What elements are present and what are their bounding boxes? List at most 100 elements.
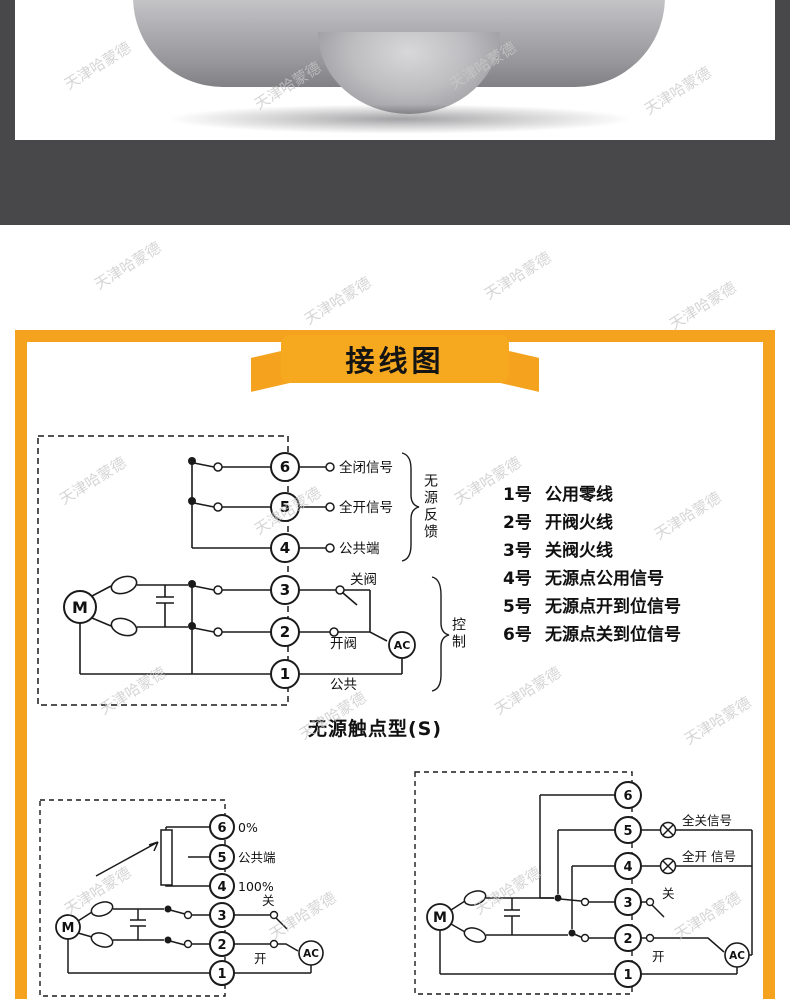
contact-dots xyxy=(164,905,172,944)
diagram-potentiometer-type: M AC 6 5 4 3 2 1 0% 公共端 100% 关 开 xyxy=(39,799,324,997)
ac-label: AC xyxy=(729,950,745,962)
label-open: 开 xyxy=(254,951,267,966)
feedback-brace xyxy=(401,452,420,562)
terminal-5: 5 xyxy=(217,851,226,866)
label-fully-closed-signal: 全闭信号 xyxy=(339,459,393,476)
watermark-text: 天津哈蒙德 xyxy=(666,278,740,334)
legend-item: 4号无源点公用信号 xyxy=(503,565,681,593)
label-passive-feedback: 无源反馈 xyxy=(422,473,438,541)
legend-num: 3号 xyxy=(503,541,532,561)
dashed-boundary-box xyxy=(414,771,633,995)
legend-item: 1号公用零线 xyxy=(503,481,681,509)
terminal-2: 2 xyxy=(217,938,226,953)
ac-label: AC xyxy=(394,639,411,652)
label-common-terminal: 公共端 xyxy=(339,541,380,557)
label-fully-open-signal: 全开信号 xyxy=(339,499,393,516)
terminal-6: 6 xyxy=(217,821,226,836)
diagram-caption: 无源触点型(S) xyxy=(307,718,443,740)
legend-num: 4号 xyxy=(503,569,532,589)
photo-shadow xyxy=(165,104,635,134)
legend-text: 开阀火线 xyxy=(545,513,613,533)
label-close: 关 xyxy=(662,886,675,901)
wiring xyxy=(79,461,403,675)
label-close-valve: 关阀 xyxy=(350,572,377,588)
product-photo xyxy=(15,0,775,140)
terminal-3: 3 xyxy=(623,896,632,911)
motor-symbol xyxy=(55,914,81,940)
legend-text: 无源点开到位信号 xyxy=(545,597,681,617)
legend-text: 无源点公用信号 xyxy=(545,569,664,589)
label-100-percent: 100% xyxy=(238,879,274,894)
legend-item: 2号开阀火线 xyxy=(503,509,681,537)
contact-dots xyxy=(554,894,576,937)
control-brace xyxy=(431,576,450,692)
watermark-text: 天津哈蒙德 xyxy=(91,238,165,294)
motor-label: M xyxy=(72,598,88,617)
diagram-passive-contact-type: M AC 6 5 4 3 2 1 全闭信号 全开信号 公共端 关阀 开阀 公共 … xyxy=(37,435,466,706)
terminal-4: 4 xyxy=(280,539,290,557)
legend-item: 5号无源点开到位信号 xyxy=(503,593,681,621)
terminal-circles: 6 5 4 3 2 1 xyxy=(270,452,300,689)
ac-label: AC xyxy=(303,948,319,960)
ac-symbol xyxy=(298,940,324,966)
motor-symbol xyxy=(426,903,454,931)
terminal-1: 1 xyxy=(280,665,290,683)
terminal-2: 2 xyxy=(623,932,632,947)
legend-item: 6号无源点关到位信号 xyxy=(503,621,681,649)
terminal-3: 3 xyxy=(280,581,290,599)
terminal-5: 5 xyxy=(623,824,632,839)
motor-label: M xyxy=(62,921,75,936)
dashed-boundary-box xyxy=(37,435,289,706)
terminal-circles: 6 5 4 3 2 1 xyxy=(614,781,642,988)
motor-windings xyxy=(463,890,487,943)
terminal-circles: 6 5 4 3 2 1 xyxy=(209,814,235,986)
label-common-terminal: 公共端 xyxy=(238,850,276,865)
motor-windings xyxy=(90,901,114,948)
label-full-open-signal: 全开 信号 xyxy=(682,849,736,864)
terminal-4: 4 xyxy=(623,860,632,875)
terminal-1: 1 xyxy=(217,967,226,982)
actuator-housing-dome xyxy=(318,32,500,114)
contact-circles xyxy=(213,462,345,637)
label-close: 关 xyxy=(262,893,275,908)
legend-num: 6号 xyxy=(503,625,532,645)
motor-symbol xyxy=(63,590,97,624)
motor-windings xyxy=(110,575,138,637)
ac-symbol xyxy=(724,942,750,968)
motor-label: M xyxy=(433,910,447,926)
terminal-1: 1 xyxy=(623,968,632,983)
label-open-valve: 开阀 xyxy=(330,636,357,652)
wiring-diagram-panel xyxy=(15,330,775,999)
legend-text: 无源点关到位信号 xyxy=(545,625,681,645)
resistor-symbol xyxy=(160,829,173,886)
terminal-6: 6 xyxy=(280,458,290,476)
terminal-4: 4 xyxy=(217,880,226,895)
diagram-lamp-indication-type: M AC 6 5 4 3 2 1 全关信号 全开 信号 关 开 xyxy=(414,771,753,995)
terminal-2: 2 xyxy=(280,623,290,641)
ac-symbol xyxy=(388,631,416,659)
legend-num: 2号 xyxy=(503,513,532,533)
watermark-text: 天津哈蒙德 xyxy=(301,273,375,329)
label-open: 开 xyxy=(652,949,665,964)
terminal-6: 6 xyxy=(623,789,632,804)
terminal-3: 3 xyxy=(217,909,226,924)
legend-item: 3号关阀火线 xyxy=(503,537,681,565)
watermark-text: 天津哈蒙德 xyxy=(481,248,555,304)
legend-text: 关阀火线 xyxy=(545,541,613,561)
section-title: 接线图 xyxy=(345,344,445,378)
terminal-legend: 1号公用零线 2号开阀火线 3号关阀火线 4号无源点公用信号 5号无源点开到位信… xyxy=(503,481,681,649)
legend-text: 公用零线 xyxy=(545,485,613,505)
label-control: 控制 xyxy=(450,617,466,651)
label-common: 公共 xyxy=(330,677,357,693)
section-banner: 接线图 xyxy=(281,335,509,383)
contact-dots xyxy=(188,457,196,630)
label-0-percent: 0% xyxy=(238,820,258,835)
terminal-5: 5 xyxy=(280,498,290,516)
contact-circles xyxy=(183,910,279,949)
lamp-symbols xyxy=(659,821,677,875)
contact-circles xyxy=(580,897,655,943)
legend-num: 1号 xyxy=(503,485,532,505)
wiring xyxy=(67,826,312,974)
label-full-close-signal: 全关信号 xyxy=(682,813,732,828)
